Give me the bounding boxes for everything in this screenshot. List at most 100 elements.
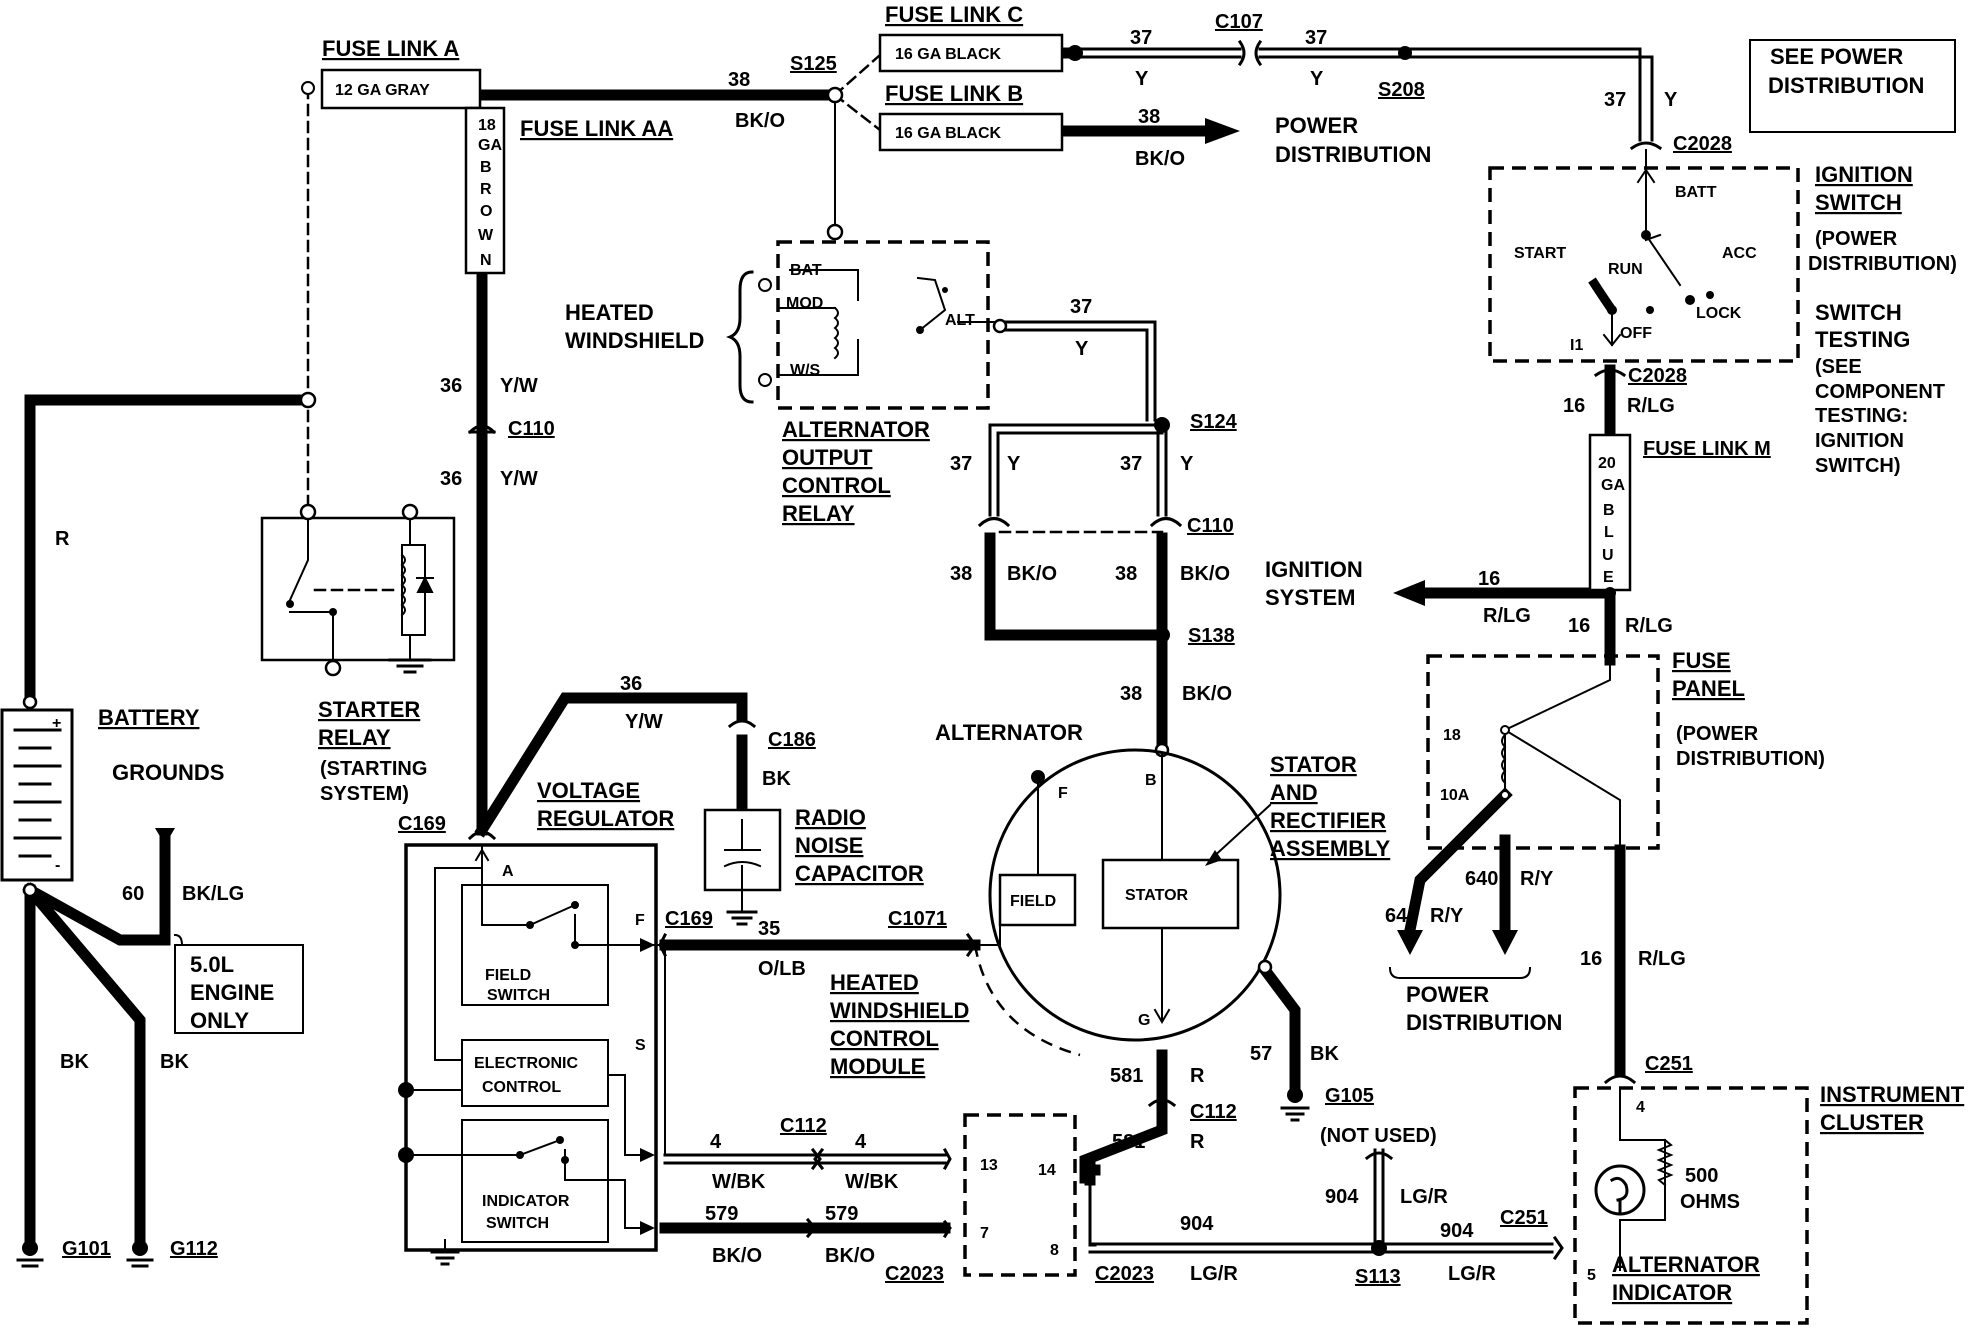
power-distribution-0: POWER	[1275, 113, 1358, 138]
wire-wbk-b: W/BK	[845, 1171, 899, 1193]
fuse-link-aa-spec-2: B	[480, 159, 492, 176]
fuse-link-m: 20 GA B L U E FUSE LINK M	[1588, 433, 1771, 592]
switch-testing-1: TESTING	[1815, 327, 1910, 352]
stator-rect-2: RECTIFIER	[1270, 808, 1386, 833]
field-circuit: C169 35 O/LB C1071	[658, 908, 977, 1156]
connector-c110-left: C110	[508, 418, 555, 440]
wire-904-b: 904	[1325, 1186, 1359, 1208]
fuse-10a: 10A	[1440, 787, 1470, 804]
heated-windshield-0: HEATED	[565, 300, 654, 325]
wire-lgr-c: LG/R	[1448, 1263, 1496, 1285]
power-dist-lower-1: DISTRIBUTION	[1406, 1010, 1562, 1035]
wire-37-s124-a: 37	[950, 453, 972, 475]
connector-c107: C107	[1215, 11, 1263, 33]
vr-f: F	[635, 912, 645, 929]
wire-y-label-a: Y	[1135, 68, 1149, 90]
wire-16-ignsys: 16	[1478, 568, 1500, 590]
see-power-1: DISTRIBUTION	[1768, 73, 1924, 98]
module-pin-13: 13	[980, 1157, 998, 1174]
alternator: ALTERNATOR F B FIELD STATOR G STATOR AND…	[935, 720, 1391, 1153]
splice-s125: S125	[790, 53, 837, 75]
wire-579-b: 579	[825, 1203, 858, 1225]
alt-stator: STATOR	[1125, 887, 1189, 904]
alt-field: FIELD	[1010, 893, 1056, 910]
starter-note-1: SYSTEM)	[320, 783, 409, 805]
hw-module-1: WINDSHIELD	[830, 998, 969, 1023]
radio-cap-0: RADIO	[795, 805, 866, 830]
fuse-link-aa-spec-3: R	[480, 181, 492, 198]
wire-bk-g101: BK	[60, 1051, 89, 1073]
see-power-distribution-box: SEE POWER DISTRIBUTION	[1749, 39, 1956, 133]
starter-relay: STARTER RELAY (STARTING SYSTEM)	[260, 391, 456, 805]
wire-4-a: 4	[710, 1131, 722, 1153]
hw-module-2: CONTROL	[830, 1026, 939, 1051]
battery-title: BATTERY	[98, 705, 200, 730]
indicator-switch-0: INDICATOR	[482, 1193, 570, 1210]
wire-38-s138-a: 38	[950, 563, 972, 585]
fuse-link-c-spec: 16 GA BLACK	[895, 46, 1002, 63]
fuse-link-aa-spec-5: W	[478, 227, 494, 244]
vr-a: A	[502, 863, 514, 880]
radio-cap-2: CAPACITOR	[795, 861, 924, 886]
fuse-link-b-title: FUSE LINK B	[885, 81, 1023, 106]
stator-rect-0: STATOR	[1270, 752, 1357, 777]
starter-note-0: (STARTING	[320, 758, 427, 780]
wire-bko-label-b: BK/O	[1135, 148, 1185, 170]
fuse-link-a-title: FUSE LINK A	[322, 36, 459, 61]
connector-c169-top: C169	[398, 813, 446, 835]
wire-36-b: 36	[440, 468, 462, 490]
stator-rect-3: ASSEMBLY	[1270, 836, 1391, 861]
wire-r-b: R	[1190, 1131, 1205, 1153]
battery-minus: -	[55, 857, 60, 874]
fuse-link-c: FUSE LINK C 16 GA BLACK	[878, 2, 1064, 73]
circuit-904: 904 LG/R C2023 S113 (NOT USED) 904 LG/R …	[1088, 1125, 1564, 1288]
module-pin-7: 7	[980, 1225, 989, 1242]
ign-batt: BATT	[1675, 184, 1717, 201]
wire-bko-label: BK/O	[735, 110, 785, 132]
connector-c2028-top: C2028	[1673, 133, 1732, 155]
hw-module-3: MODULE	[830, 1054, 925, 1079]
connector-c169-mid: C169	[665, 908, 713, 930]
connector-c2028-bot: C2028	[1628, 365, 1687, 387]
fuse-panel-note-1: DISTRIBUTION)	[1676, 748, 1825, 770]
connector-c186: C186	[768, 729, 816, 751]
alt-relay-title-3: RELAY	[782, 501, 855, 526]
wire-olb: O/LB	[758, 958, 806, 980]
alt-indicator-0: ALTERNATOR	[1612, 1252, 1760, 1277]
power-dist-lower-0: POWER	[1406, 982, 1489, 1007]
connector-c2023-a: C2023	[885, 1263, 944, 1285]
wire-bk-g112: BK	[160, 1051, 189, 1073]
ignition-system: IGNITION SYSTEM 16 R/LG 16 R/LG	[1265, 557, 1673, 637]
radio-cap-1: NOISE	[795, 833, 863, 858]
field-switch-1: SWITCH	[487, 987, 550, 1004]
wire-rlg-fp: R/LG	[1625, 615, 1673, 637]
alt-f: F	[1058, 785, 1068, 802]
wire-bko-alt-b: BK/O	[1182, 683, 1232, 705]
alt-g: G	[1138, 1012, 1150, 1029]
alt-relay-title-1: OUTPUT	[782, 445, 873, 470]
wire-37-alt: 37	[1070, 296, 1092, 318]
ground-g101: G101	[62, 1238, 111, 1260]
module-pin-8: 8	[1050, 1242, 1059, 1259]
ignition-switch: 37 Y C2028 BATT START RUN ACC LOCK OFF I…	[1488, 89, 1957, 477]
voltage-regulator: VOLTAGE REGULATOR C169 A F FIELD SWITCH …	[398, 778, 674, 1266]
connector-c251-top: C251	[1645, 1053, 1693, 1075]
switch-testing-6: SWITCH)	[1815, 455, 1901, 477]
fuse-link-m-spec-0: 20	[1598, 455, 1616, 472]
wire-37-label-b: 37	[1305, 27, 1327, 49]
relay-bat: BAT	[790, 262, 822, 279]
fuse-panel-title-0: FUSE	[1672, 648, 1731, 673]
ign-lock: LOCK	[1696, 305, 1742, 322]
switch-testing-3: COMPONENT	[1815, 381, 1945, 403]
power-distribution-1: DISTRIBUTION	[1275, 142, 1431, 167]
vr-title-1: REGULATOR	[537, 806, 674, 831]
wire-16-ign: 16	[1563, 395, 1585, 417]
wire-37-s124-b: 37	[1120, 453, 1142, 475]
wire-rlg-ign: R/LG	[1627, 395, 1675, 417]
s124-c110-group: S124 37 Y 37 Y C110 38 BK/O 38 BK/O S138…	[950, 411, 1238, 705]
wire-r-battery: R	[55, 528, 70, 550]
wire-ry-a: R/Y	[1520, 868, 1554, 890]
battery-plus: +	[52, 715, 61, 732]
ignition-switch-note-1: DISTRIBUTION)	[1808, 253, 1957, 275]
radio-noise-capacitor: RADIO NOISE CAPACITOR	[703, 805, 924, 926]
